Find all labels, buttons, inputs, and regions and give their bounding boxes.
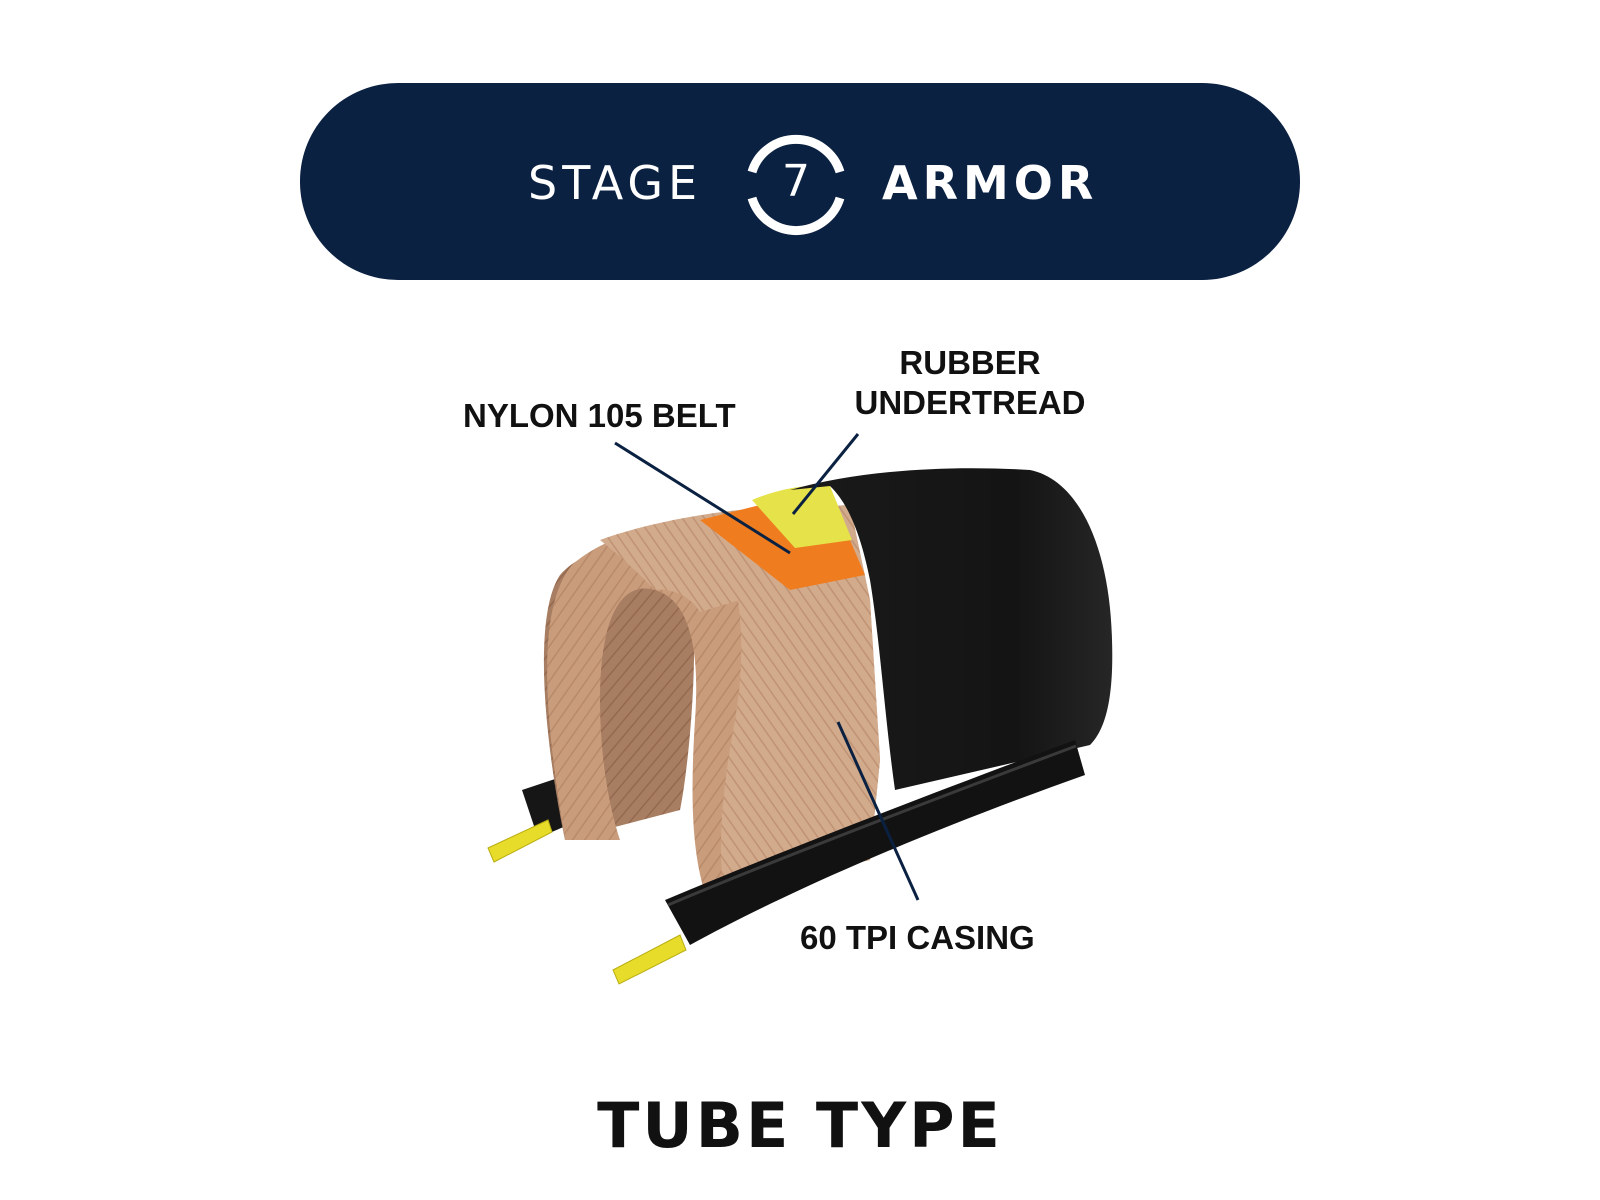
callout-nylon-belt: NYLON 105 BELT [463,397,736,434]
leader-line-nylon-belt [614,441,791,555]
brand-badge [300,83,1300,280]
casing-front-ply [720,505,880,920]
callout-casing: 60 TPI CASING [800,919,1035,956]
leader-line-rubber-undertread [791,433,860,515]
stage-ring-icon [747,135,845,235]
left-bead-wire [487,819,553,863]
callout-rubber-undertread: RUBBER UNDERTREAD [854,344,1086,421]
badge-word-armor: ARMOR [882,156,1099,210]
tire-type-title: TUBE TYPE [597,1089,1003,1162]
front-bead-rubber [665,740,1085,945]
rubber-undertread-layer [752,485,852,548]
front-bead-rubber-highlight [667,744,1077,907]
badge-stage-number: 7 [782,156,810,207]
tread-rubber [790,468,1113,790]
leader-line-casing [836,721,920,901]
front-bead-wire [612,934,687,985]
badge-word-stage: STAGE [528,156,703,210]
